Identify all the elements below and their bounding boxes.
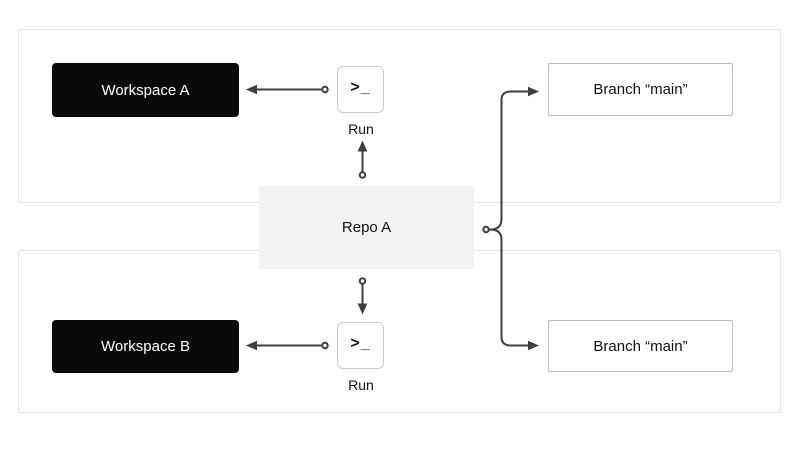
branch-main-top-label: Branch “main” [593, 81, 688, 98]
branch-main-top-node: Branch “main” [548, 63, 733, 116]
workspace-b-node: Workspace B [52, 320, 239, 373]
terminal-b-node: >_ [337, 322, 384, 369]
run-b-label: Run [348, 377, 374, 393]
branch-main-bottom-node: Branch “main” [548, 320, 733, 372]
terminal-prompt-icon: >_ [350, 335, 371, 352]
branch-main-bottom-label: Branch “main” [593, 337, 688, 355]
junction-dot-icon [482, 225, 490, 234]
repo-a-node: Repo A [259, 186, 474, 269]
terminal-prompt-icon: >_ [350, 79, 371, 96]
workspace-a-node: Workspace A [52, 63, 239, 117]
workspace-b-label: Workspace B [101, 338, 190, 355]
run-a-label: Run [348, 121, 374, 137]
workspace-a-label: Workspace A [101, 81, 190, 99]
repo-a-label: Repo A [341, 219, 392, 236]
terminal-a-node: >_ [337, 66, 384, 113]
